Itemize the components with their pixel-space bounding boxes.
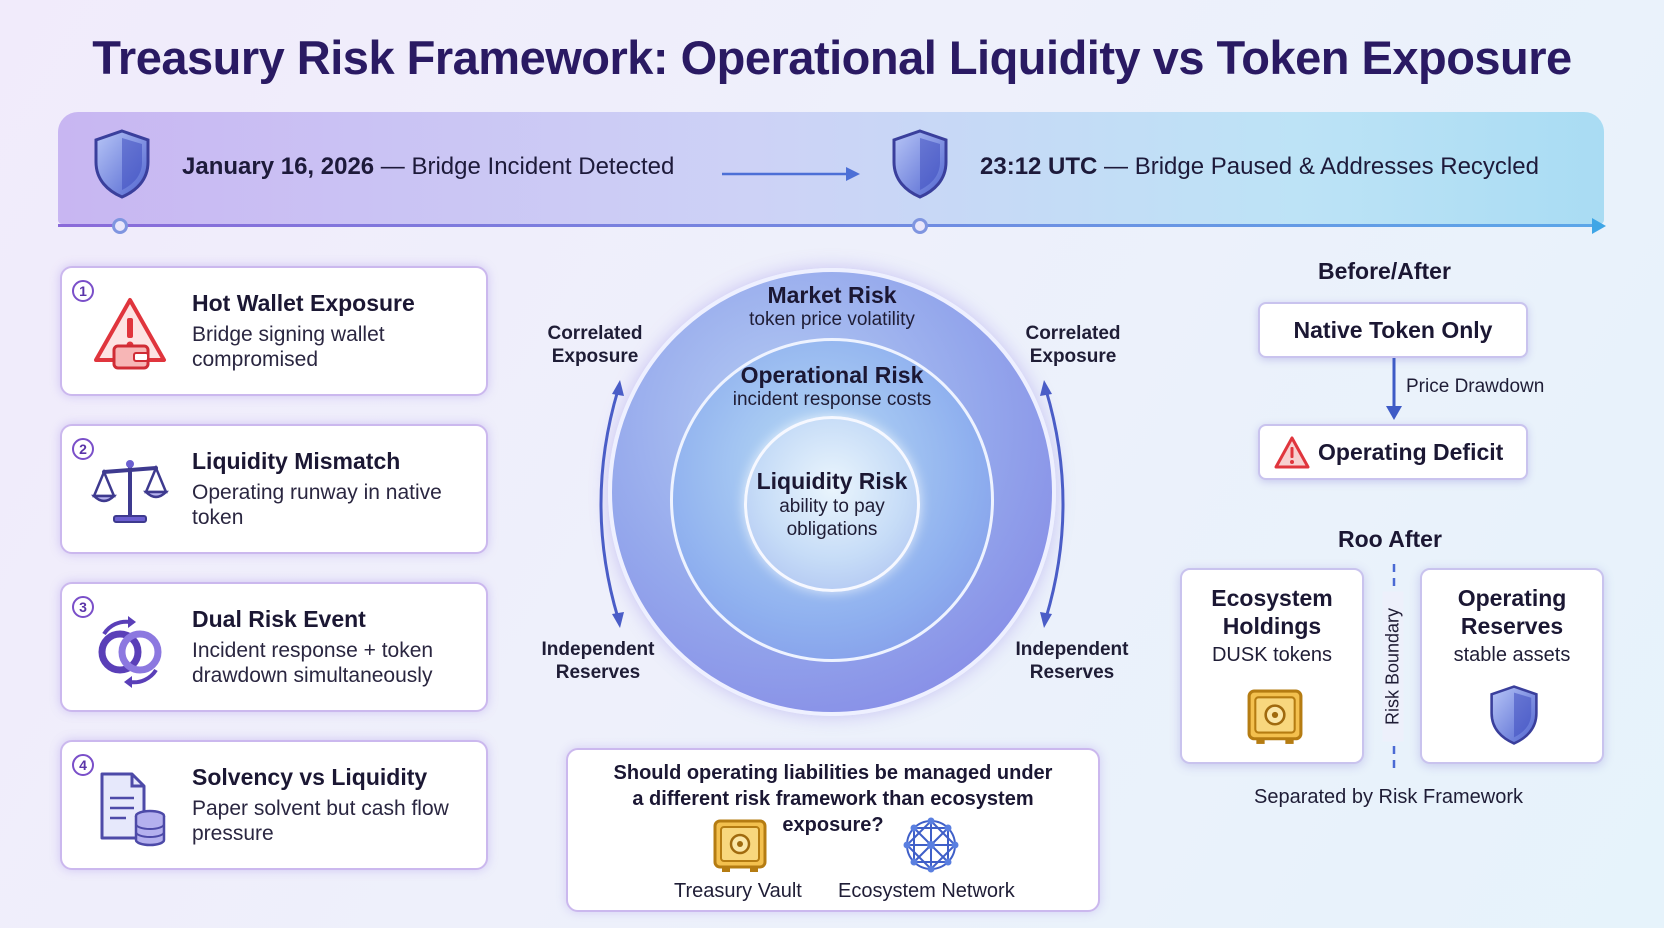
risk-card-hot-wallet: 1 Hot Wallet Exposure Bridge signing wal… (60, 266, 488, 396)
drawdown-arrow (1386, 358, 1402, 420)
question-text: Should operating liabilities be managed … (613, 762, 1053, 836)
risk-card-solvency: 4 Solvency vs Liquidity Paper solvent bu… (60, 740, 488, 870)
liquidity-risk-label: Liquidity Risk ability to pay obligation… (756, 468, 908, 540)
correlated-exposure-left: Correlated Exposure (547, 323, 643, 367)
correlated-exposure-right: Correlated Exposure (1025, 323, 1121, 367)
risk-card-dual-risk: 3 Dual Risk Event Incident response + to… (60, 582, 488, 712)
card-description: Paper solvent but cash flow pressure (192, 797, 449, 845)
ecosystem-holdings-box: Ecosystem Holdings DUSK tokens (1180, 568, 1364, 764)
risk-boundary-label: Risk Boundary (1382, 591, 1404, 742)
native-token-box: Native Token Only (1258, 302, 1528, 358)
before-after-heading: Before/After (1318, 258, 1451, 284)
card-number: 4 (72, 754, 94, 776)
timeline-dot-2 (912, 218, 928, 234)
shield-icon (94, 129, 150, 199)
market-risk-label: Market Risk token price volatility (749, 282, 915, 330)
treasury-vault-icon (713, 819, 767, 872)
card-description: Operating runway in native token (192, 481, 442, 529)
after-heading: Roo After (1338, 526, 1442, 552)
operating-reserves-subtitle: stable assets (1453, 644, 1571, 666)
treasury-vault-label: Treasury Vault (674, 880, 802, 902)
card-title: Solvency vs Liquidity (192, 764, 428, 790)
card-description: Incident response + token drawdown simul… (192, 639, 434, 687)
balance-scale-icon (90, 460, 170, 523)
card-title: Liquidity Mismatch (192, 448, 401, 474)
card-title: Dual Risk Event (192, 606, 366, 632)
operating-reserves-title: Operating Reserves (1457, 585, 1567, 639)
double-arrow-right (1040, 380, 1065, 628)
independent-reserves-left: Independent Reserves (541, 639, 655, 683)
warning-icon (1274, 436, 1310, 469)
operating-deficit-label: Operating Deficit (1318, 439, 1504, 465)
card-description: Bridge signing wallet compromised (192, 323, 385, 371)
ecosystem-network-icon (903, 817, 959, 873)
price-drawdown-label: Price Drawdown (1406, 376, 1545, 397)
timeline-arrowhead (1592, 218, 1606, 234)
warning-wallet-icon (94, 298, 166, 370)
card-number: 1 (72, 280, 94, 302)
timeline-banner (58, 112, 1604, 224)
card-number: 2 (72, 438, 94, 460)
operating-deficit-box: Operating Deficit (1258, 424, 1528, 480)
shield-icon (1490, 685, 1538, 745)
liquidity-risk-core (744, 416, 920, 592)
timeline-line (58, 224, 1598, 227)
vault-icon (1247, 689, 1303, 744)
timeline-arrow (722, 167, 860, 181)
timeline-event-1: January 16, 2026 — Bridge Incident Detec… (182, 153, 675, 180)
page-title: Treasury Risk Framework: Operational Liq… (92, 31, 1572, 84)
card-number: 3 (72, 596, 94, 618)
ecosystem-network-label: Ecosystem Network (838, 880, 1015, 902)
question-box: Should operating liabilities be managed … (566, 748, 1100, 912)
operational-risk-label: Operational Risk incident response costs (732, 362, 932, 410)
card-title: Hot Wallet Exposure (192, 290, 415, 316)
risk-card-liquidity-mismatch: 2 Liquidity Mismatch Operating runway in… (60, 424, 488, 554)
linked-rings-icon (98, 616, 162, 688)
ecosystem-holdings-title: Ecosystem Holdings (1211, 585, 1333, 639)
double-arrow-left (599, 380, 624, 628)
ecosystem-holdings-subtitle: DUSK tokens (1211, 644, 1333, 666)
separated-label: Separated by Risk Framework (1254, 786, 1523, 808)
timeline-event-2: 23:12 UTC — Bridge Paused & Addresses Re… (980, 153, 1539, 180)
independent-reserves-right: Independent Reserves (1015, 639, 1129, 683)
operating-reserves-box: Operating Reserves stable assets (1420, 568, 1604, 764)
shield-icon (892, 129, 948, 199)
timeline-dot-1 (112, 218, 128, 234)
document-coins-icon (100, 772, 166, 847)
